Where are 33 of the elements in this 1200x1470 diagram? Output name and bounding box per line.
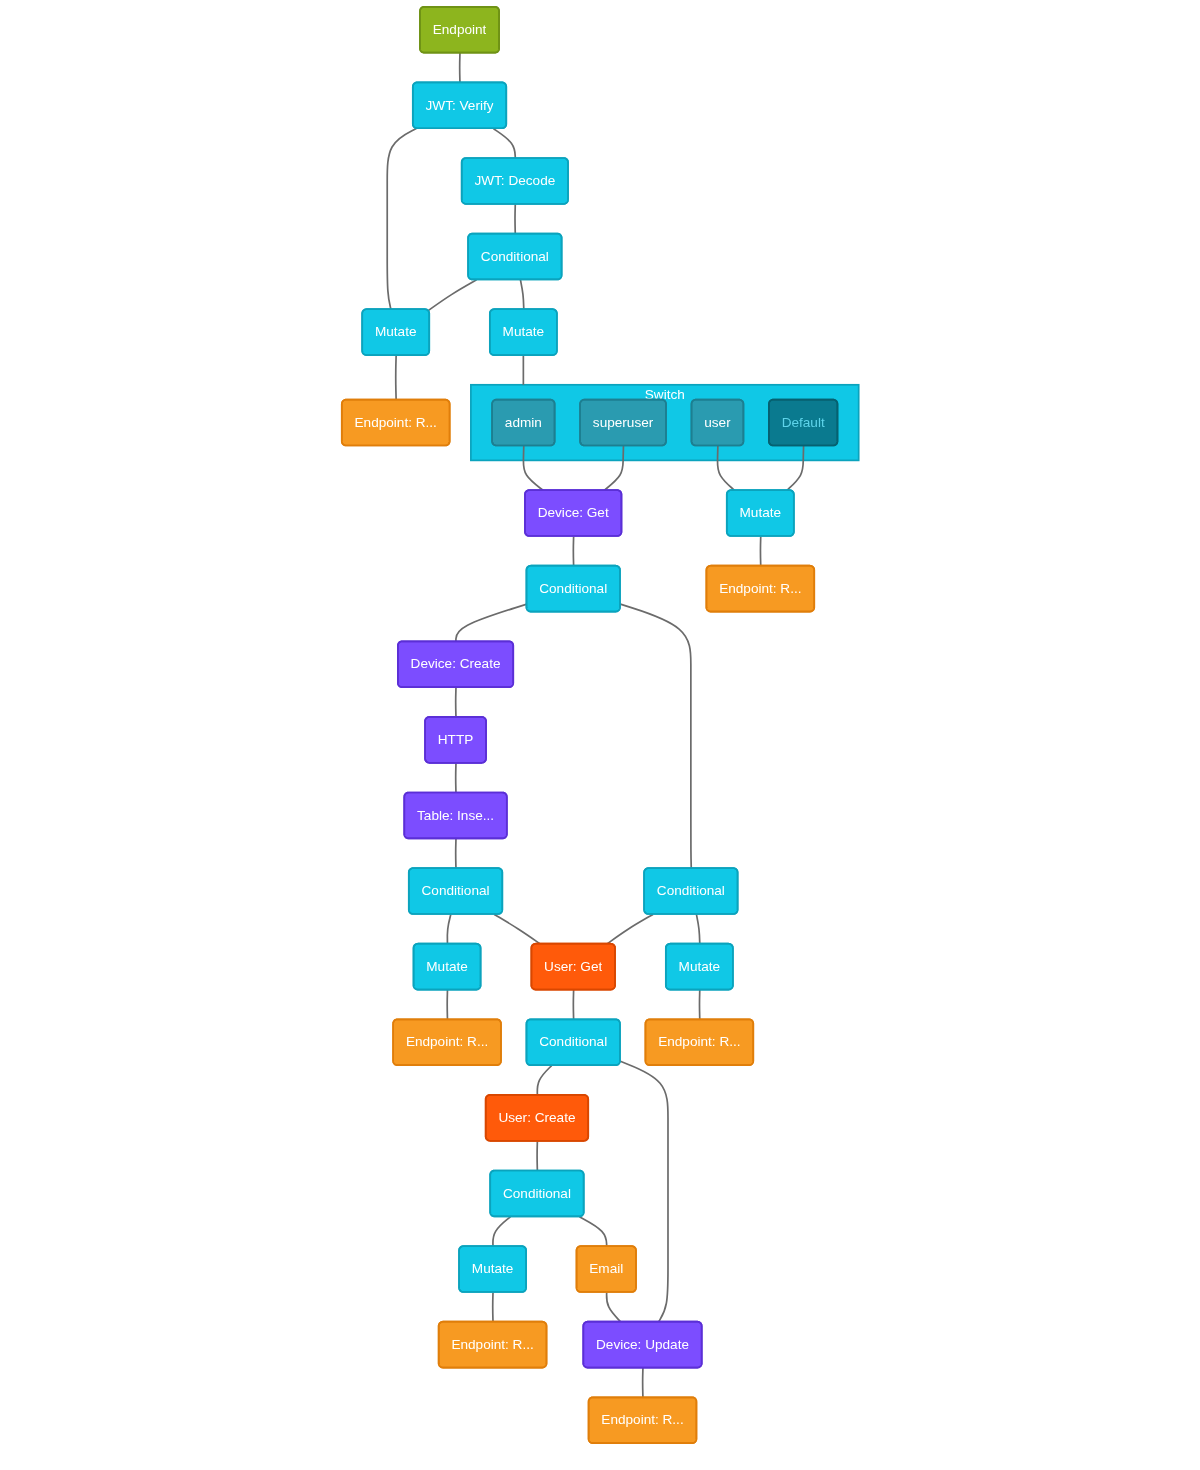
- process-box: Conditional: [407, 867, 503, 915]
- process-box: Default: [767, 398, 839, 447]
- process-box: Table: Inse...: [403, 791, 508, 840]
- process-box: Mutate: [725, 489, 795, 537]
- process-box: Endpoint: R...: [437, 1320, 548, 1369]
- process-box: Endpoint: R...: [644, 1018, 754, 1067]
- process-box: Device: Create: [396, 640, 514, 689]
- process-box: user: [690, 398, 744, 447]
- process-box: Device: Update: [582, 1320, 703, 1369]
- process-box: User: Create: [484, 1094, 589, 1142]
- process-box: Mutate: [488, 308, 558, 356]
- process-box: Conditional: [489, 1169, 585, 1218]
- process-box: Conditional: [525, 564, 621, 613]
- process-box: Conditional: [467, 232, 563, 281]
- process-box: Mutate: [664, 942, 734, 991]
- process-box: Device: Get: [523, 489, 623, 537]
- process-box: Mutate: [457, 1245, 527, 1293]
- process-box: JWT: Verify: [411, 81, 507, 130]
- process-box: Endpoint: R...: [587, 1396, 697, 1444]
- process-box: Mutate: [412, 942, 482, 991]
- process-box: Endpoint: R...: [340, 398, 451, 447]
- process-box: JWT: Decode: [460, 157, 569, 205]
- process-box: Conditional: [643, 867, 739, 915]
- process-box: Mutate: [361, 308, 430, 356]
- process-box: superuser: [579, 398, 667, 447]
- process-box: User: Get: [530, 942, 616, 991]
- process-box: Endpoint: R...: [392, 1018, 502, 1067]
- process-box: Email: [575, 1245, 637, 1293]
- process-box: Endpoint: [418, 5, 500, 54]
- process-box: HTTP: [423, 716, 487, 764]
- process-box: Conditional: [525, 1018, 621, 1067]
- process-box: Endpoint: R...: [705, 564, 815, 613]
- process-box: admin: [491, 398, 556, 447]
